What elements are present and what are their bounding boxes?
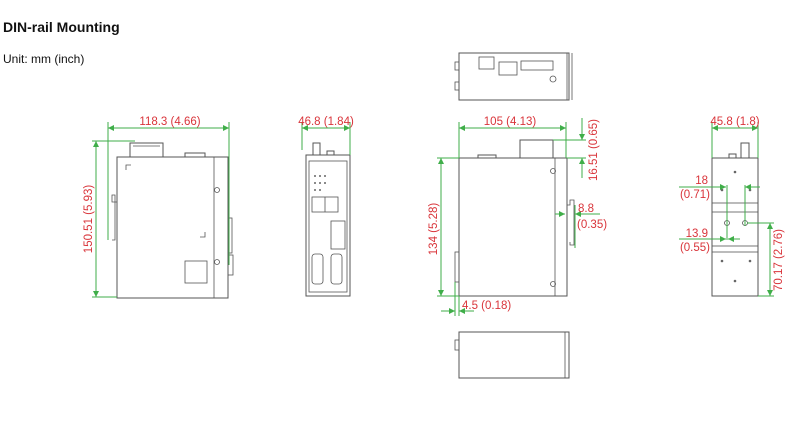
left-height-label: 150.51 (5.93) [83, 185, 95, 254]
right-side-view: 105 (4.13) 16.51 (0.65) 134 (5.28) 8.8 (… [428, 116, 607, 316]
front-view: 46.8 (1.84) [298, 116, 354, 297]
top-view [454, 52, 573, 101]
hole-spacing-inch-label: (0.71) [680, 189, 710, 201]
left-side-view: 118.3 (4.66) 150.51 (5.93) [83, 116, 234, 299]
rail-height-label: 70.17 (2.76) [773, 229, 785, 291]
offset-label: 4.5 (0.18) [462, 300, 511, 312]
hole-spacing-label: 18 [695, 175, 708, 187]
side-width-label: 105 (4.13) [484, 116, 537, 128]
front-width-label: 46.8 (1.84) [298, 116, 354, 128]
terminal-height-label: 16.51 (0.65) [588, 119, 600, 181]
left-width-label: 118.3 (4.66) [139, 116, 200, 128]
section-title: DIN-rail Mounting [3, 19, 120, 35]
side-height-label: 134 (5.28) [428, 203, 440, 256]
unit-label: Unit: mm (inch) [3, 52, 85, 66]
hole-offset-inch-label: (0.55) [680, 242, 710, 254]
clip-depth-inch-label: (0.35) [577, 219, 607, 231]
rear-width-label: 45.8 (1.8) [710, 116, 759, 128]
rear-view: 45.8 (1.8) 18 (0.71) 13.9 (0.55) 70.17 (… [679, 116, 785, 297]
bottom-view [454, 331, 570, 379]
hole-offset-label: 13.9 [686, 228, 708, 240]
clip-depth-label: 8.8 [578, 203, 594, 215]
